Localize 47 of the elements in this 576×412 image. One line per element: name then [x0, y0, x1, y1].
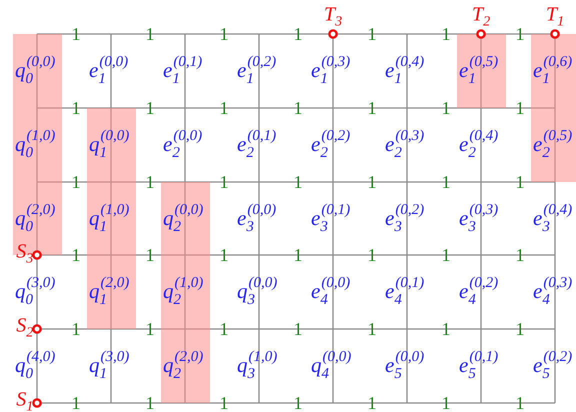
weight-label: 1: [516, 246, 524, 264]
weight-label: 1: [294, 99, 302, 117]
weight-label: 1: [368, 320, 376, 338]
weight-label: 1: [220, 173, 228, 191]
weight-label: 1: [146, 394, 154, 412]
weight-label: 1: [294, 320, 302, 338]
weight-label: 1: [442, 173, 450, 191]
weight-label: 1: [72, 394, 80, 412]
weight-label: 1: [516, 394, 524, 412]
weight-label: 1: [442, 246, 450, 264]
weight-label: 1: [368, 394, 376, 412]
weight-label: 1: [220, 320, 228, 338]
weight-label: 1: [516, 173, 524, 191]
weight-label: 1: [442, 25, 450, 43]
weight-label: 1: [442, 99, 450, 117]
weight-label: 1: [368, 25, 376, 43]
weight-label: 1: [72, 320, 80, 338]
weight-label: 1: [368, 173, 376, 191]
weight-label: 1: [146, 173, 154, 191]
terminal-label: T$_{1}$: [546, 4, 564, 30]
terminal-label: T$_{2}$: [472, 4, 490, 30]
weight-label: 1: [442, 320, 450, 338]
terminal-label: T$_{3}$: [324, 4, 342, 30]
weight-label: 1: [516, 99, 524, 117]
weight-label: 1: [294, 173, 302, 191]
weight-label: 1: [220, 394, 228, 412]
weight-label: 1: [442, 394, 450, 412]
weight-label: 1: [220, 99, 228, 117]
weight-label: 1: [146, 25, 154, 43]
weight-label: 1: [72, 173, 80, 191]
terminal-label: S$_{3}$: [16, 241, 34, 266]
weight-label: 1: [294, 246, 302, 264]
weight-label: 1: [72, 99, 80, 117]
weight-label: 1: [220, 246, 228, 264]
weight-label: 1: [516, 25, 524, 43]
weight-label: 1: [368, 246, 376, 264]
terminal-label: S$_{1}$: [16, 389, 34, 412]
weight-label: 1: [220, 25, 228, 43]
weight-label: 1: [72, 246, 80, 264]
weight-label: 1: [146, 246, 154, 264]
weight-label: 1: [516, 320, 524, 338]
weight-label: 1: [146, 320, 154, 338]
weight-label: 1: [294, 394, 302, 412]
weight-label: 1: [294, 25, 302, 43]
weight-label: 1: [72, 25, 80, 43]
weight-label: 1: [368, 99, 376, 117]
weight-label: 1: [146, 99, 154, 117]
